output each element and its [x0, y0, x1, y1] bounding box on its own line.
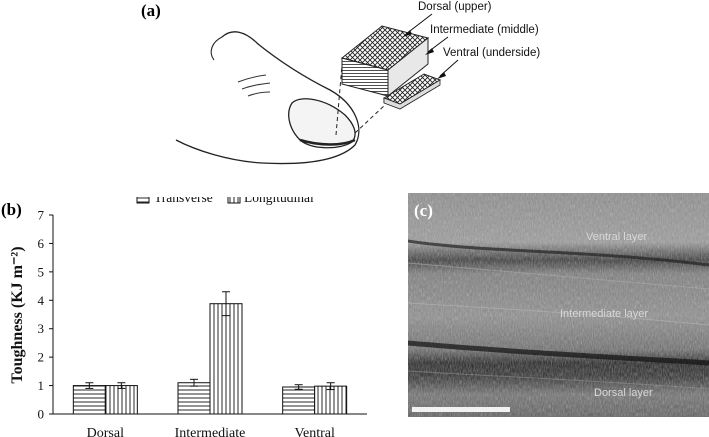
y-tick-label: 3: [38, 321, 45, 336]
bar-longitudinal-intermediate: [209, 303, 243, 415]
bar-longitudinal-ventral: [314, 385, 348, 415]
label-intermediate-layer: Intermediate layer: [560, 308, 648, 320]
y-tick-label: 0: [38, 407, 45, 422]
x-category-label: Ventral: [294, 426, 335, 437]
sem-micrograph: (c) Ventral layer Intermediate layer Dor…: [408, 193, 709, 417]
label-intermediate: Intermediate (middle): [430, 24, 539, 36]
bar-transverse-ventral: [282, 386, 316, 415]
y-ticks: 0 1 2 3 4 5 6 7: [38, 208, 53, 422]
bar-longitudinal-dorsal: [104, 385, 138, 415]
legend-swatch-longitudinal: [227, 197, 241, 204]
scale-bar: [412, 407, 510, 412]
y-tick-label: 2: [38, 350, 45, 365]
legend-label-transverse: Transverse: [154, 197, 213, 205]
toughness-bar-chart: Transverse Longitudinal 0 1 2 3 4 5 6 7 Dorsal I…: [9, 197, 367, 437]
finger-nail-diagram: Dorsal (upper) Intermediate (middle) Ven…: [175, 1, 540, 165]
y-axis-label: Toughness (KJ m⁻²): [9, 246, 26, 383]
bars: [72, 291, 348, 415]
label-ventral-layer: Ventral layer: [586, 231, 647, 243]
y-tick-label: 5: [38, 264, 45, 279]
x-category-label: Intermediate: [175, 426, 246, 437]
y-tick-label: 1: [38, 378, 45, 393]
finger-outline: [175, 31, 360, 165]
label-dorsal-layer: Dorsal layer: [594, 387, 653, 399]
fingernail: [288, 98, 356, 149]
y-tick-label: 7: [38, 208, 45, 223]
x-category-label: Dorsal: [87, 426, 124, 437]
y-tick-label: 6: [38, 236, 45, 251]
label-dorsal: Dorsal (upper): [418, 1, 492, 13]
nail-layer-block: [340, 25, 442, 110]
bar-transverse-intermediate: [177, 382, 211, 415]
label-ventral: Ventral (underside): [443, 47, 540, 59]
bar-transverse-dorsal: [72, 385, 106, 415]
x-categories: Dorsal Intermediate Ventral: [87, 426, 335, 437]
panel-label-b: (b): [1, 200, 22, 219]
chart-legend: Transverse Longitudinal: [136, 197, 314, 205]
panel-label-c: (c): [414, 201, 433, 220]
legend-swatch-transverse: [136, 197, 150, 204]
panel-label-a: (a): [141, 1, 161, 20]
y-tick-label: 4: [38, 293, 45, 308]
legend-label-longitudinal: Longitudinal: [244, 197, 314, 205]
